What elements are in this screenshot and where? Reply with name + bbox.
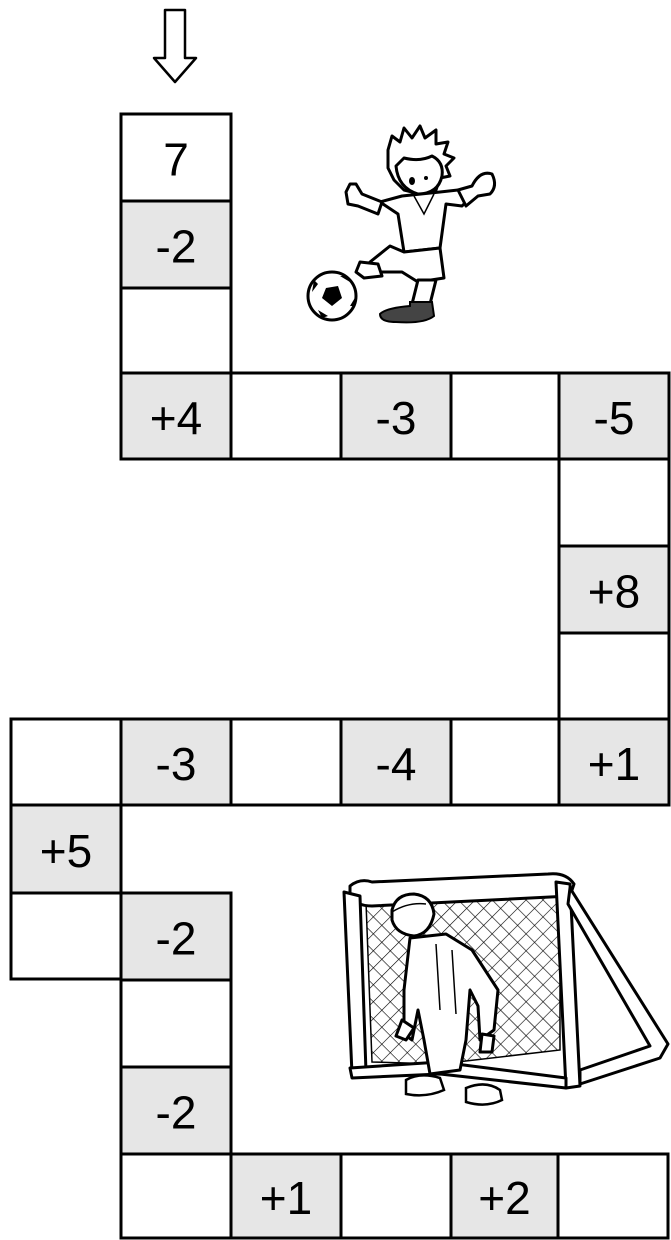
- goalkeeper-in-goal-icon: [344, 874, 668, 1105]
- path-cell: [451, 373, 559, 459]
- path-cell: +2: [451, 1154, 558, 1238]
- cell-box: [559, 633, 669, 719]
- cell-value: +1: [260, 1172, 312, 1224]
- path-cell: [341, 1154, 451, 1238]
- path-cell: [559, 459, 669, 546]
- cell-box: [451, 373, 559, 459]
- cell-value: -5: [594, 392, 635, 444]
- cell-box: [121, 1154, 231, 1238]
- path-cell: [121, 1154, 231, 1238]
- path-cell: -5: [559, 373, 669, 459]
- soccer-player-kicking-icon: [346, 126, 495, 322]
- cell-value: -2: [156, 913, 197, 965]
- cell-box: [121, 288, 231, 373]
- cell-box: [231, 719, 341, 805]
- cell-value: -3: [156, 738, 197, 790]
- path-cell: [121, 980, 231, 1067]
- cell-box: [231, 373, 341, 459]
- cell-box: [559, 459, 669, 546]
- path-cell: [231, 719, 341, 805]
- cell-box: [11, 719, 121, 805]
- path-cell: 7: [121, 114, 231, 201]
- path-cell: +5: [11, 805, 121, 893]
- cell-box: [121, 980, 231, 1067]
- cell-box: [341, 1154, 451, 1238]
- path-cell: [231, 373, 341, 459]
- cell-value: -2: [156, 221, 197, 273]
- path-cell: [11, 719, 121, 805]
- path-cell: -2: [121, 201, 231, 288]
- path-cell: +8: [559, 546, 669, 633]
- path-cell: -3: [121, 719, 231, 805]
- cell-value: +2: [478, 1172, 530, 1224]
- cell-value: -2: [156, 1087, 197, 1139]
- cell-box: [11, 893, 121, 979]
- soccer-ball-icon: [308, 272, 356, 320]
- path-cell: [559, 633, 669, 719]
- path-cell: -2: [121, 1067, 231, 1154]
- cell-value: +5: [40, 825, 92, 877]
- path-cell: +1: [231, 1154, 341, 1238]
- path-cell: [451, 719, 559, 805]
- path-cell: [121, 288, 231, 373]
- path-cell: -4: [341, 719, 451, 805]
- cell-value: +1: [588, 738, 640, 790]
- path-cell: +1: [559, 719, 669, 805]
- cell-value: -3: [376, 392, 417, 444]
- cell-value: -4: [376, 738, 417, 790]
- path-cell: [558, 1154, 668, 1238]
- down-arrow-icon: [154, 10, 196, 82]
- path-cell: +4: [121, 373, 231, 459]
- cell-box: [451, 719, 559, 805]
- path-cell: -2: [121, 893, 231, 980]
- path-cell: [11, 893, 121, 979]
- cell-value: 7: [163, 134, 189, 186]
- cell-value: +8: [588, 566, 640, 618]
- cell-box: [558, 1154, 668, 1238]
- path-cell: -3: [341, 373, 451, 459]
- cell-value: +4: [150, 392, 202, 444]
